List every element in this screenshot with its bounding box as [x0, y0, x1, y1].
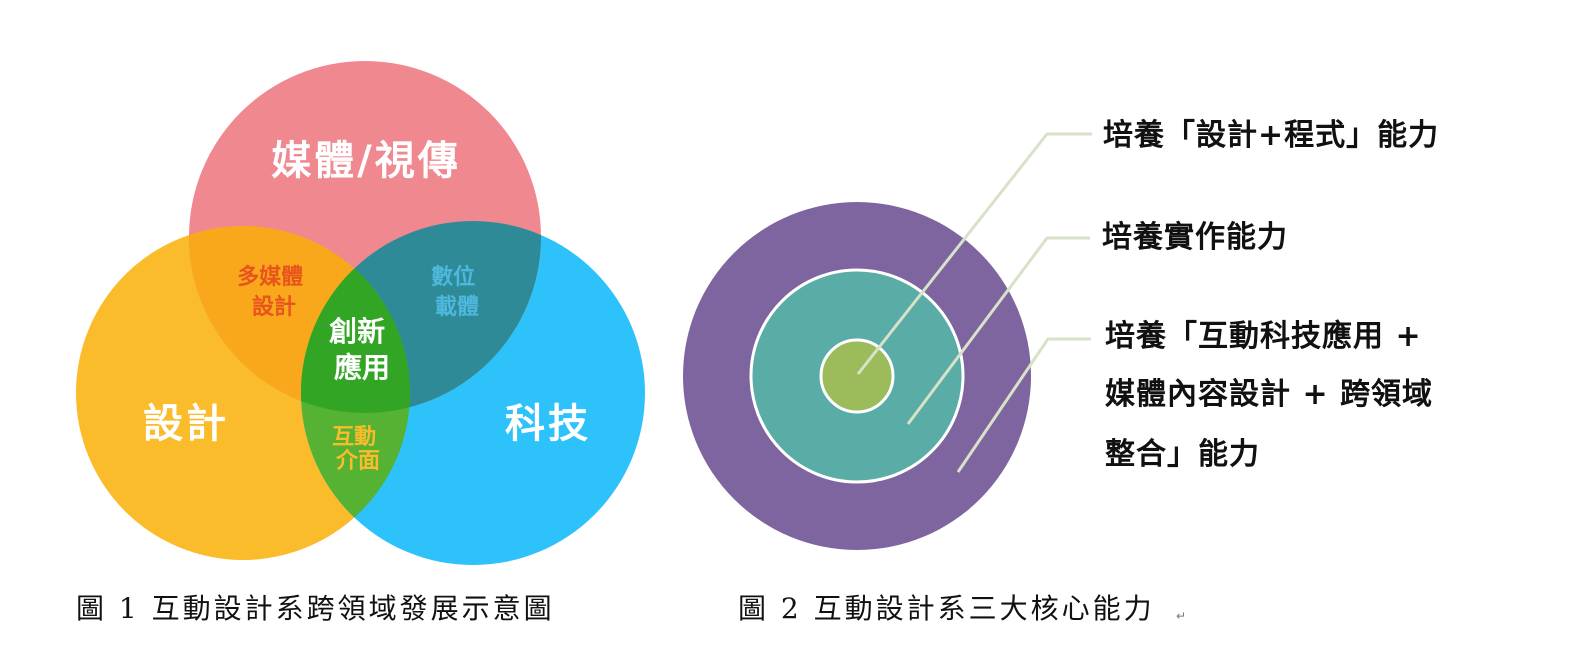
paragraph-mark-icon: ↵ — [1176, 609, 1186, 623]
inner-ring — [819, 338, 895, 414]
tech-label: 科技 — [505, 401, 591, 447]
media-label: 媒體/視傳 — [271, 138, 461, 184]
leader-line-3 — [956, 337, 1091, 473]
ability-label-2: 培養實作能力 — [1102, 220, 1288, 255]
center-label: 創新 應用 — [329, 315, 395, 384]
media-tech-label: 數位 載體 — [431, 264, 483, 320]
ability-label-1: 培養「設計+程式」能力 — [1103, 118, 1439, 153]
design-media-label: 多媒體 設計 — [237, 264, 311, 320]
venn-diagram: 媒體/視傳 設計 科技 多媒體 設計 數位 載體 創新 應用 互動 介面 — [76, 61, 645, 565]
figure2-caption: 圖 2 互動設計系三大核心能力 — [738, 592, 1155, 625]
design-label: 設計 — [143, 401, 229, 447]
ability-label-3: 培養「互動科技應用 + 媒體內容設計 + 跨領域 整合」能力 — [1105, 319, 1444, 472]
figure1-caption: 圖 1 互動設計系跨領域發展示意圖 — [76, 592, 555, 625]
design-tech-label: 互動 介面 — [332, 425, 384, 474]
leader-line-1 — [856, 132, 1092, 375]
leader-line-2 — [906, 236, 1090, 425]
core-abilities-diagram: 培養「設計+程式」能力 培養實作能力 培養「互動科技應用 + 媒體內容設計 + … — [683, 118, 1444, 550]
